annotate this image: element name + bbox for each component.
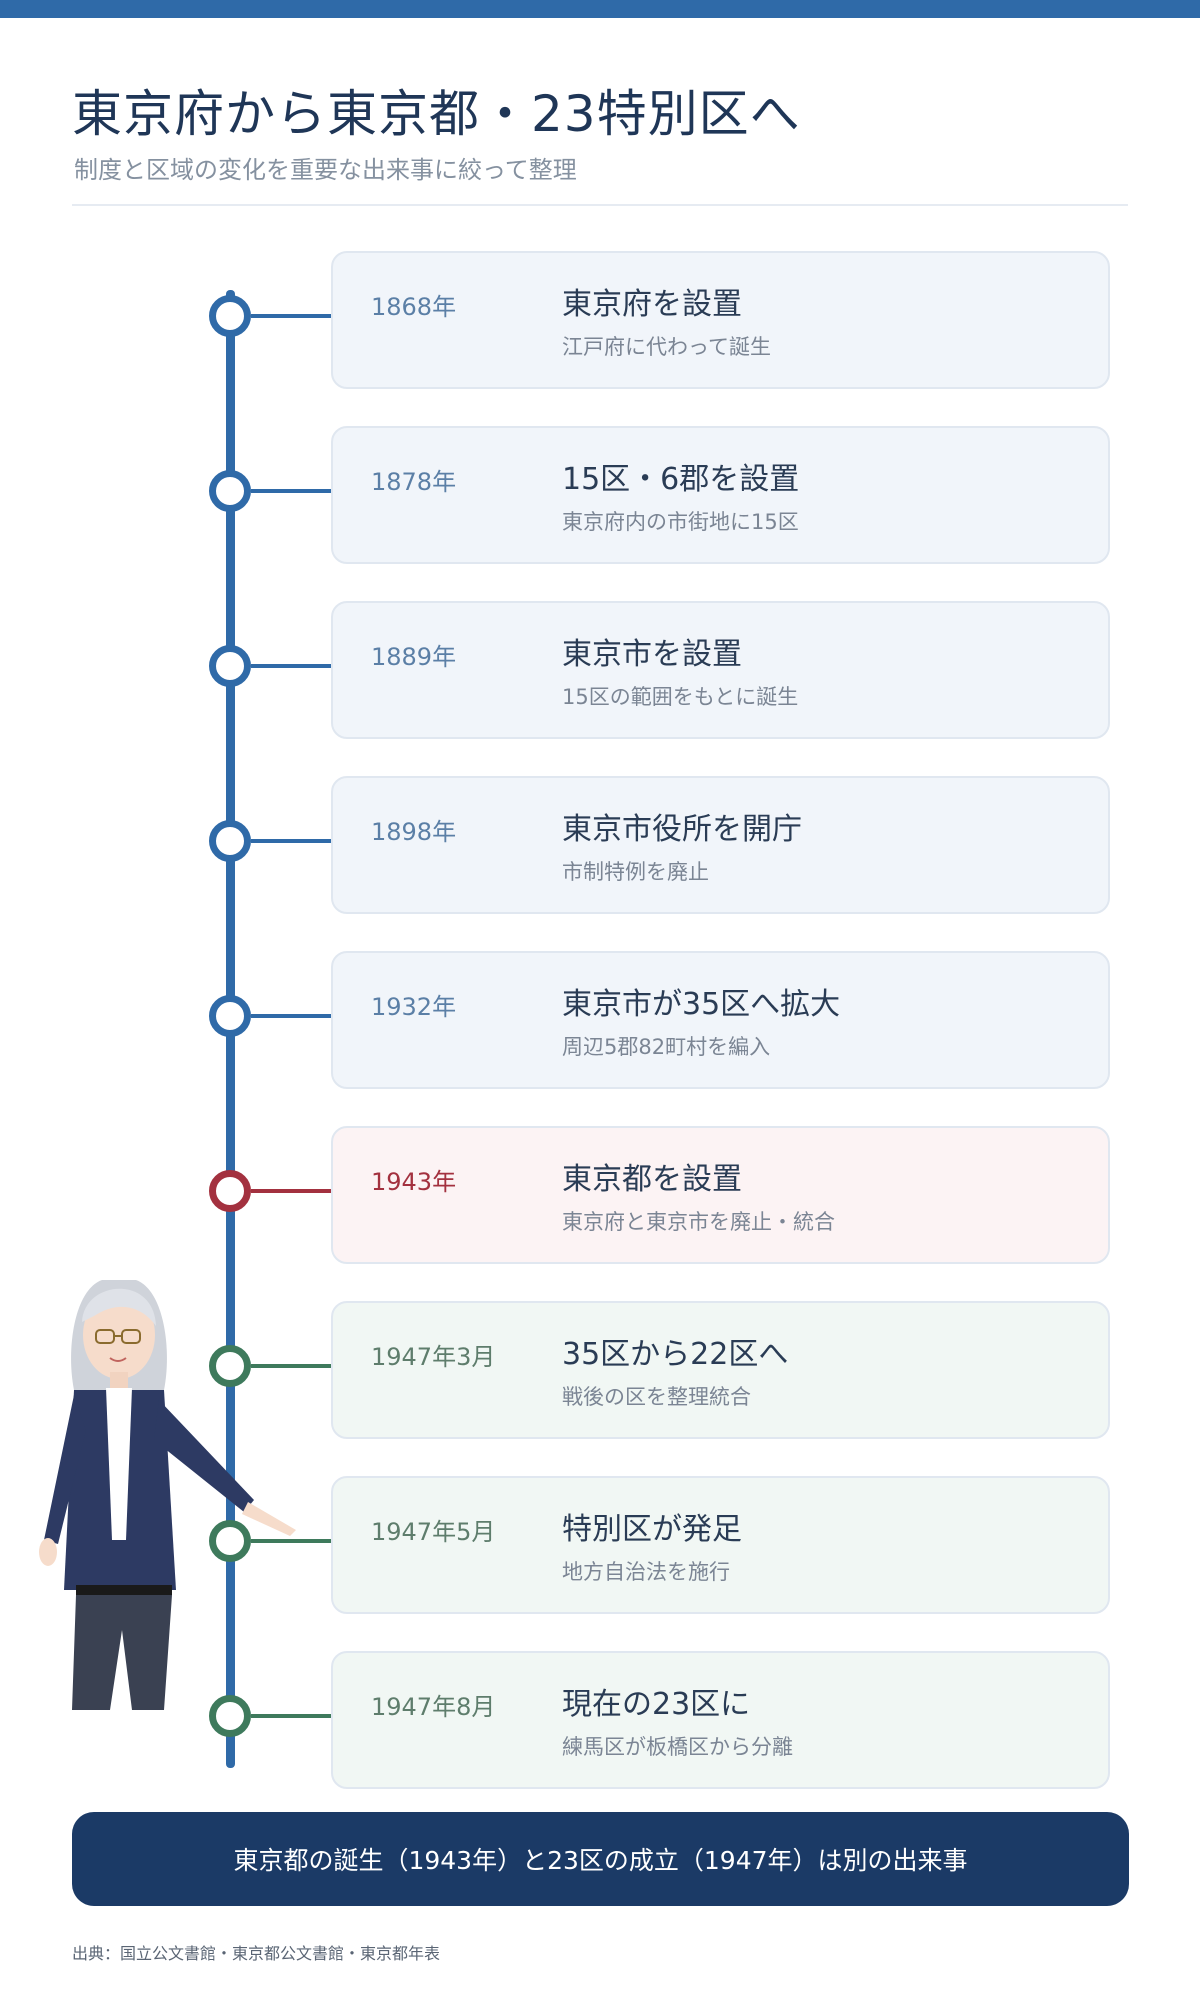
event-description: 周辺5郡82町村を編入 xyxy=(562,1035,771,1059)
event-year: 1878年 xyxy=(371,468,457,496)
timeline-card: 1898年 東京市役所を開庁市制特例を廃止 xyxy=(331,776,1110,914)
summary-banner: 東京都の誕生（1943年）と23区の成立（1947年）は別の出来事 xyxy=(72,1812,1129,1906)
event-year: 1943年 xyxy=(371,1168,457,1196)
event-year: 1932年 xyxy=(371,993,457,1021)
event-heading: 35区から22区へ xyxy=(562,1337,789,1372)
timeline-card: 1947年8月 現在の23区に練馬区が板橋区から分離 xyxy=(331,1651,1110,1789)
event-heading: 東京市役所を開庁 xyxy=(562,812,802,847)
event-description: 江戸府に代わって誕生 xyxy=(562,335,771,359)
timeline-card: 1943年 東京都を設置東京府と東京市を廃止・統合 xyxy=(331,1126,1110,1264)
timeline-card: 1947年3月 35区から22区へ戦後の区を整理統合 xyxy=(331,1301,1110,1439)
timeline-node xyxy=(209,645,251,687)
event-year: 1947年5月 xyxy=(371,1518,496,1546)
timeline-connector xyxy=(251,1014,331,1018)
event-description: 市制特例を廃止 xyxy=(562,860,709,884)
timeline-connector xyxy=(251,839,331,843)
timeline-node xyxy=(209,995,251,1037)
event-heading: 特別区が発足 xyxy=(562,1512,742,1547)
event-description: 戦後の区を整理統合 xyxy=(562,1385,751,1409)
event-heading: 15区・6郡を設置 xyxy=(562,462,800,497)
page-title: 東京府から東京都・23特別区へ xyxy=(72,85,801,143)
timeline-node xyxy=(209,295,251,337)
presenter-illustration xyxy=(39,1280,296,1710)
event-description: 東京府と東京市を廃止・統合 xyxy=(562,1210,835,1234)
timeline-connector xyxy=(251,1539,331,1543)
timeline-node xyxy=(209,1345,251,1387)
timeline-node xyxy=(209,1695,251,1737)
timeline-node xyxy=(209,1520,251,1562)
event-year: 1947年8月 xyxy=(371,1693,496,1721)
event-heading: 現在の23区に xyxy=(562,1687,751,1722)
page-subtitle: 制度と区域の変化を重要な出来事に絞って整理 xyxy=(74,156,577,184)
event-heading: 東京府を設置 xyxy=(562,287,742,322)
event-heading: 東京市を設置 xyxy=(562,637,742,672)
timeline-connector xyxy=(251,1714,331,1718)
event-year: 1889年 xyxy=(371,643,457,671)
event-description: 東京府内の市街地に15区 xyxy=(562,510,799,534)
event-heading: 東京都を設置 xyxy=(562,1162,742,1197)
timeline-node xyxy=(209,820,251,862)
timeline-card: 1889年 東京市を設置 15区の範囲をもとに誕生 xyxy=(331,601,1110,739)
source-note: 出典：国立公文書館・東京都公文書館・東京都年表 xyxy=(72,1944,441,1963)
timeline-card: 1947年5月 特別区が発足地方自治法を施行 xyxy=(331,1476,1110,1614)
timeline-node xyxy=(209,470,251,512)
top-accent-bar xyxy=(0,0,1200,18)
timeline-card: 1878年 15区・6郡を設置東京府内の市街地に15区 xyxy=(331,426,1110,564)
timeline-node xyxy=(209,1170,251,1212)
timeline-connector xyxy=(251,1189,331,1193)
event-year: 1947年3月 xyxy=(371,1343,496,1371)
timeline-connector xyxy=(251,664,331,668)
timeline-connector xyxy=(251,314,331,318)
event-heading: 東京市が35区へ拡大 xyxy=(562,987,841,1022)
event-description: 地方自治法を施行 xyxy=(562,1560,730,1584)
timeline-connector xyxy=(251,1364,331,1368)
event-year: 1898年 xyxy=(371,818,457,846)
timeline-card: 1868年 東京府を設置江戸府に代わって誕生 xyxy=(331,251,1110,389)
header-divider xyxy=(72,204,1128,206)
timeline-connector xyxy=(251,489,331,493)
timeline-card: 1932年 東京市が35区へ拡大周辺5郡82町村を編入 xyxy=(331,951,1110,1089)
event-description: 練馬区が板橋区から分離 xyxy=(562,1735,793,1759)
event-description: 15区の範囲をもとに誕生 xyxy=(562,685,799,709)
event-year: 1868年 xyxy=(371,293,457,321)
